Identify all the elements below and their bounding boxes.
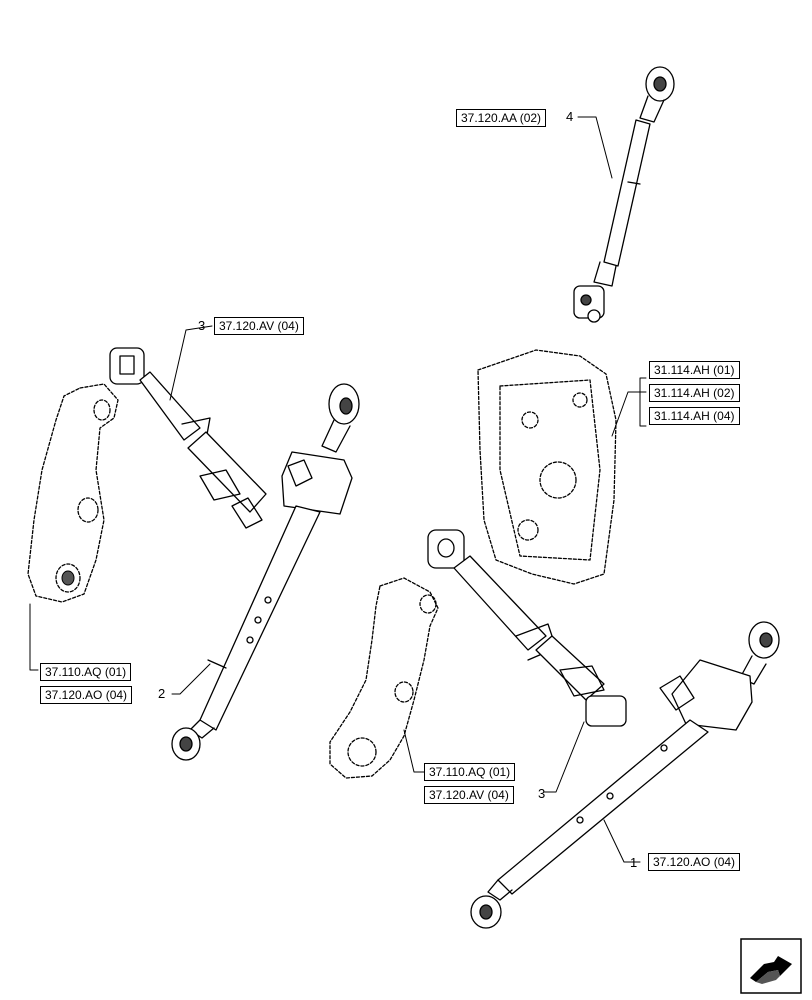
ref-label-lower-link-right[interactable]: 37.120.AO (04)	[648, 853, 741, 871]
item-number-2: 2	[158, 686, 166, 701]
ref-label-lift-arm-middle[interactable]: 37.110.AQ (01)	[424, 763, 516, 781]
ref-label-top-link[interactable]: 37.120.AA (02)	[456, 109, 547, 127]
leader-lines	[29, 116, 647, 863]
lower-link-right-part	[470, 621, 780, 929]
ref-label-stabilizer-middle[interactable]: 37.120.AV (04)	[424, 786, 514, 804]
top-link-stabilizer-part	[573, 66, 675, 323]
rear-axle-housing-part	[477, 349, 617, 585]
ref-label-lower-link-left[interactable]: 37.120.AO (04)	[40, 686, 133, 704]
item-number-1: 1	[630, 855, 638, 870]
item-number-4: 4	[566, 109, 574, 124]
lift-arm-middle-part	[329, 577, 439, 779]
lift-arm-left-part	[27, 383, 119, 603]
item-number-3-top: 3	[198, 318, 206, 333]
item-number-3-middle: 3	[538, 786, 546, 801]
lower-link-left-part	[171, 383, 360, 761]
ref-label-lift-arm-left[interactable]: 37.110.AQ (01)	[40, 663, 132, 681]
stabilizer-middle-part	[427, 529, 627, 727]
ref-label-housing-04[interactable]: 31.114.AH (04)	[649, 407, 740, 425]
ref-label-housing-01[interactable]: 31.114.AH (01)	[649, 361, 740, 379]
next-page-arrow-icon[interactable]	[740, 938, 802, 994]
stabilizer-left-part	[109, 347, 267, 529]
ref-label-stabilizer-top[interactable]: 37.120.AV (04)	[214, 317, 304, 335]
ref-label-housing-02[interactable]: 31.114.AH (02)	[649, 384, 740, 402]
